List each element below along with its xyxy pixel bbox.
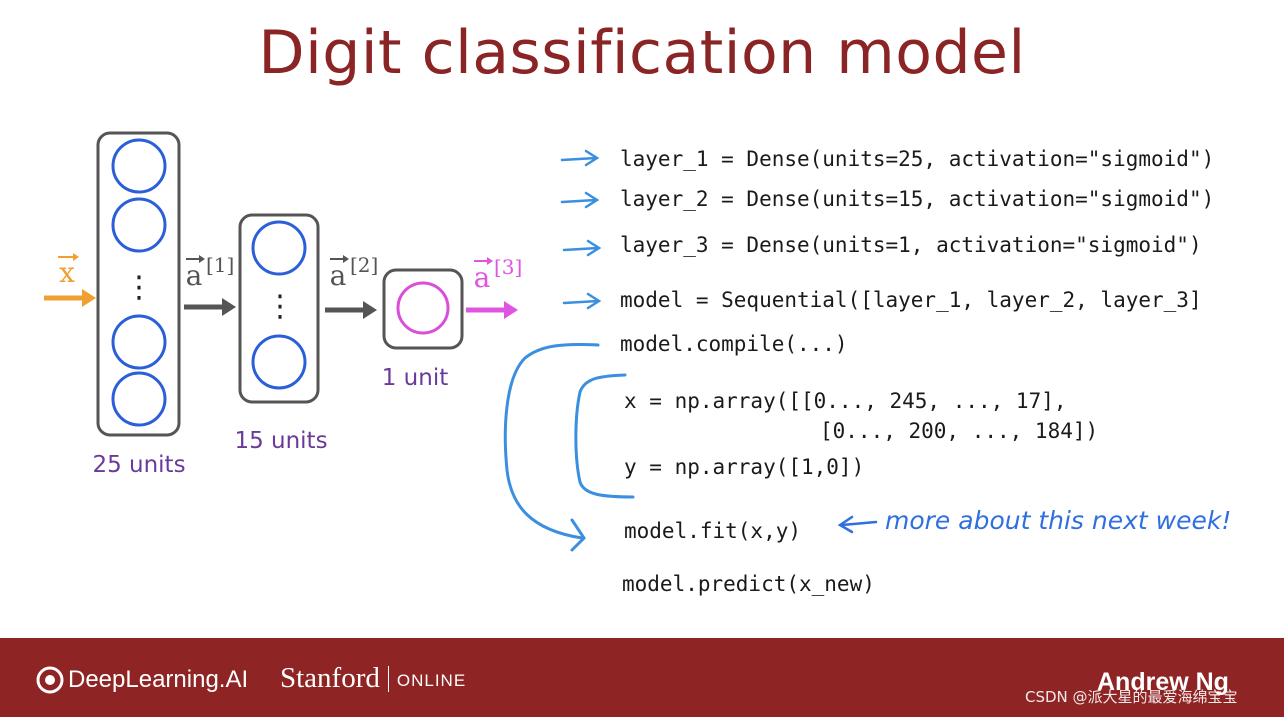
- layer-1-ellipsis: ⋮: [124, 270, 154, 305]
- stanford-logo-divider: [387, 665, 389, 692]
- layer-1-neuron: [111, 314, 167, 370]
- code-x-line-2: [0..., 200, ..., 184]): [820, 419, 1099, 443]
- code-model: model = Sequential([layer_1, layer_2, la…: [620, 288, 1202, 312]
- pointer-arrow-layer-1: [560, 149, 600, 167]
- activation-label-1: a [1]: [186, 253, 235, 292]
- layer-3-box: [382, 268, 464, 350]
- layer-1-neuron: [111, 197, 167, 253]
- stanford-logo: Stanford ONLINE: [280, 662, 466, 695]
- code-y: y = np.array([1,0]): [624, 455, 865, 479]
- activation-label-2-superscript: [2]: [350, 253, 378, 277]
- input-arrow: [44, 289, 96, 307]
- activation-label-1-superscript: [1]: [206, 253, 234, 277]
- annotation-arrow: [837, 515, 878, 534]
- activation-label-3-superscript: [3]: [494, 255, 522, 279]
- input-label-text: x: [59, 256, 75, 289]
- activation-label-2: a [2]: [330, 253, 379, 292]
- activation-label-3: a [3]: [474, 255, 523, 294]
- stanford-online-text: ONLINE: [396, 671, 467, 690]
- code-predict: model.predict(x_new): [622, 572, 875, 596]
- pointer-arrow-layer-2: [560, 191, 600, 209]
- compile-to-fit-bracket-head: [570, 518, 586, 552]
- output-neuron: [396, 281, 450, 335]
- layer-1-neuron: [111, 138, 167, 194]
- code-x-line-1: x = np.array([[0..., 245, ..., 17],: [624, 389, 1067, 413]
- stanford-logo-text: Stanford: [280, 662, 380, 694]
- presenter-name: Andrew Ng: [1097, 668, 1229, 696]
- activation-label-1-base: a: [186, 259, 203, 292]
- pointer-arrow-model: [562, 292, 602, 310]
- code-compile: model.compile(...): [620, 332, 848, 356]
- watermark: CSDN @派大星的最爱海绵宝宝: [1025, 688, 1238, 706]
- deeplearning-logo: DeepLearning.AI: [36, 666, 248, 694]
- slide-title: Digit classification model: [258, 18, 1026, 88]
- layer-1-box: [96, 131, 181, 437]
- footer-bar: DeepLearning.AI Stanford ONLINE Andrew N…: [0, 638, 1284, 717]
- deeplearning-logo-text: DeepLearning.AI: [68, 666, 249, 693]
- layer-2-neuron: [251, 334, 307, 390]
- layer-2-units-label: 15 units: [234, 428, 327, 454]
- deeplearning-logo-icon: [36, 666, 64, 694]
- layer-2-neuron: [251, 220, 307, 276]
- code-layer-1: layer_1 = Dense(units=25, activation="si…: [620, 147, 1215, 171]
- output-arrow: [466, 301, 518, 319]
- pointer-arrow-layer-3: [562, 239, 602, 257]
- layer-3-units-label: 1 unit: [382, 365, 449, 391]
- activation-label-3-base: a: [474, 261, 491, 294]
- code-layer-3: layer_3 = Dense(units=1, activation="sig…: [620, 233, 1202, 257]
- hidden-arrow-1: [184, 298, 236, 316]
- layer-1-units-label: 25 units: [92, 452, 185, 478]
- input-label: x: [58, 253, 79, 289]
- compile-to-fit-bracket: [503, 342, 600, 540]
- data-bracket: [574, 373, 635, 499]
- hidden-arrow-2: [325, 301, 377, 319]
- layer-2-box: [238, 213, 320, 404]
- layer-1-neuron: [111, 371, 167, 427]
- layer-2-ellipsis: ⋮: [265, 289, 295, 324]
- handwritten-note: more about this next week!: [885, 506, 1232, 535]
- code-layer-2: layer_2 = Dense(units=15, activation="si…: [620, 187, 1215, 211]
- activation-label-2-base: a: [330, 259, 347, 292]
- code-fit: model.fit(x,y): [624, 519, 802, 543]
